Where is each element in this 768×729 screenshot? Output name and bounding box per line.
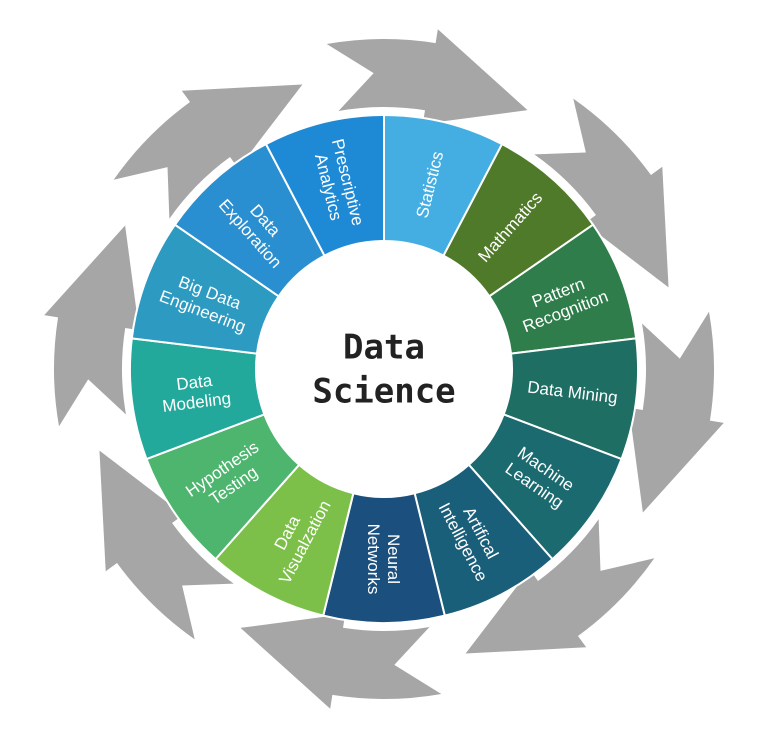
segment-label-line: Neural — [384, 534, 403, 584]
segment-label: NeuralNetworks — [364, 524, 403, 595]
cycle-arrow — [326, 29, 528, 125]
cycle-arrow — [628, 311, 724, 513]
cycle-arrow — [44, 225, 140, 427]
segment-ring: StatisticsMathmaticsPatternRecognitionDa… — [129, 113, 639, 624]
center-circle — [256, 241, 512, 497]
segment-label-line: Networks — [364, 524, 383, 595]
cycle-arrow — [465, 519, 655, 654]
cycle-arrow — [99, 450, 234, 640]
cycle-arrow — [113, 84, 303, 219]
center-title-line1: Data — [343, 328, 425, 368]
segment-label-line: Data — [175, 371, 213, 394]
cycle-arrow — [534, 98, 669, 288]
center-title-line2: Science — [312, 372, 455, 412]
cycle-arrow — [240, 613, 442, 709]
cycle-arrows — [44, 29, 724, 709]
